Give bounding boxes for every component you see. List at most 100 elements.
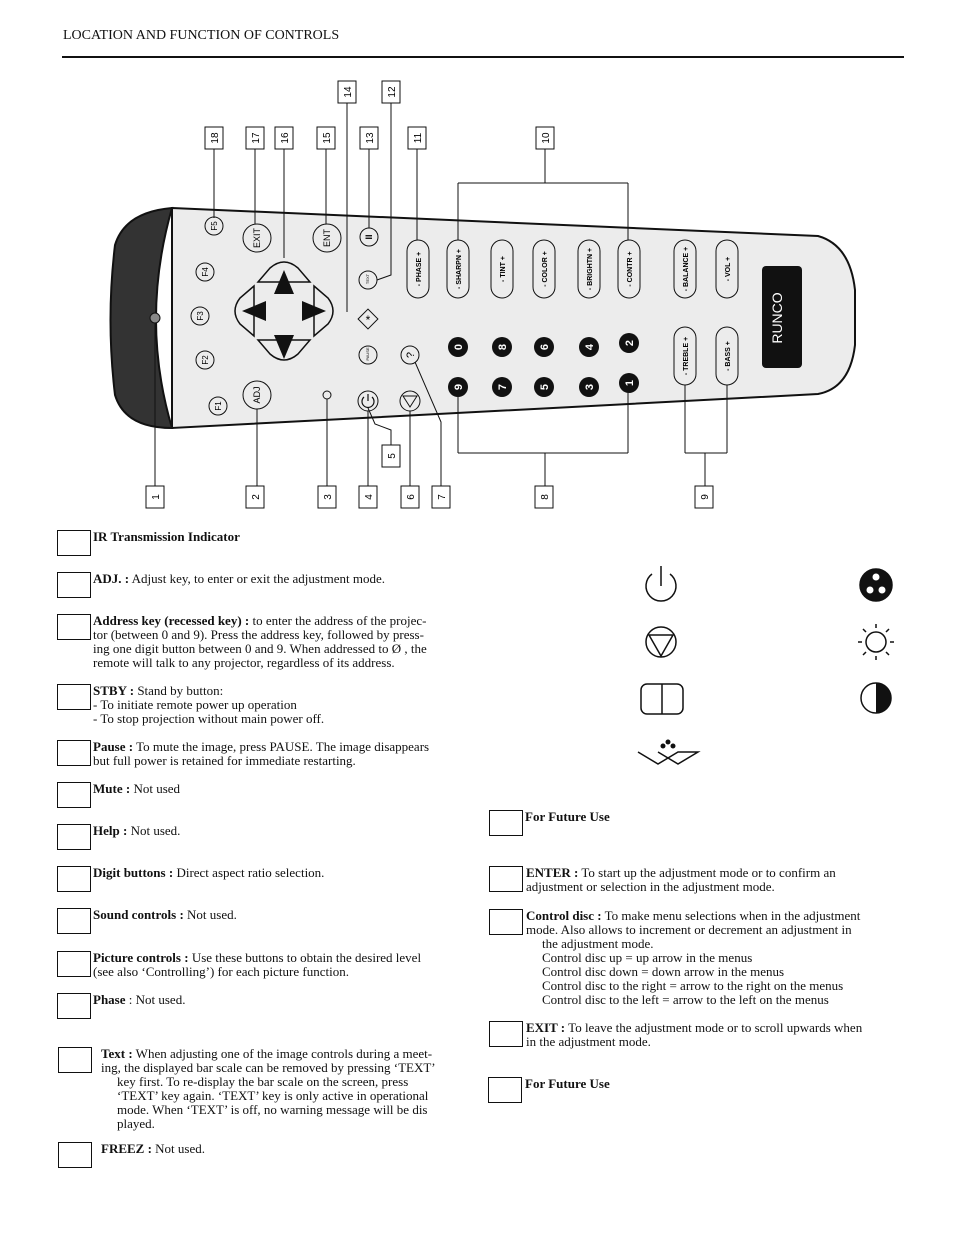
legend-body: To leave the adjustment mode or to scrol… [565, 1020, 863, 1035]
slider-label: - CONTR + [627, 251, 634, 286]
leader-line [376, 103, 392, 281]
legend-body: When adjusting one of the image controls… [132, 1046, 433, 1061]
leader-line [457, 149, 629, 240]
legend-line: - To stop projection without main power … [93, 711, 325, 726]
brand-logo: RUNCO [769, 292, 785, 343]
digit-key [492, 337, 512, 357]
legend-line: Control disc up = up arrow in the menus [542, 950, 753, 965]
ir-indicator-icon [149, 312, 161, 324]
legend-body: Stand by button: [134, 683, 224, 698]
number-box [57, 740, 91, 766]
legend-body: Not used [130, 781, 181, 796]
number-box [489, 866, 523, 892]
slider-key [490, 239, 514, 299]
digit-key [448, 337, 468, 357]
exit-key-label: EXIT [252, 228, 262, 249]
callout-number: 2 [251, 494, 262, 500]
symbol-legend [637, 566, 894, 765]
remote-grip [109, 206, 174, 430]
slider-label: - TINT + [500, 256, 507, 282]
brightness-icon [865, 631, 887, 653]
legend-text: Mute : Not used [93, 782, 473, 796]
legend-body: Not used. [183, 907, 237, 922]
legend-line: Control disc to the left = arrow to the … [542, 992, 829, 1007]
exit-key [242, 223, 272, 253]
legend-line: Control disc down = down arrow in the me… [542, 964, 785, 979]
number-box [57, 824, 91, 850]
legend-line: Control disc to the right = arrow to the… [542, 978, 844, 993]
legend-line: the adjustment mode. [542, 936, 654, 951]
legend-text: Pause : To mute the image, press PAUSE. … [93, 740, 473, 768]
number-box [57, 993, 91, 1019]
legend-text: Phase : Not used. [93, 993, 473, 1007]
legend-title: Digit buttons : [93, 865, 174, 880]
mute-triangle-icon [645, 626, 677, 658]
number-box [57, 866, 91, 892]
digit-key [448, 377, 468, 397]
callout-number: 11 [413, 132, 424, 143]
text-key-label: TEXT [365, 273, 370, 284]
callout-number: 15 [322, 132, 333, 144]
legend-text: ADJ. : Adjust key, to enter or exit the … [93, 572, 473, 586]
number-box [489, 909, 523, 935]
legend-body: Adjust key, to enter or exit the adjustm… [129, 571, 385, 586]
callout-number: 5 [387, 453, 398, 459]
number-box [57, 782, 91, 808]
number-box [489, 1021, 523, 1047]
legend-title: STBY : [93, 683, 135, 698]
function-key [195, 350, 215, 370]
legend-body: to enter the address of the projec- [249, 613, 427, 628]
callout-number: 17 [251, 132, 262, 144]
legend-text: IR Transmission Indicator [93, 530, 473, 544]
digit-label: 9 [453, 384, 465, 390]
callout-number: 9 [700, 494, 711, 500]
legend-title: For Future Use [525, 1076, 610, 1091]
legend-text: STBY : Stand by button:- To initiate rem… [93, 684, 473, 726]
callout-number: 8 [540, 494, 551, 500]
legend-title: Picture controls : [93, 950, 189, 965]
legend-title: Control disc : [526, 908, 602, 923]
legend-line: - To initiate remote power up operation [93, 697, 297, 712]
color-icon [859, 568, 893, 602]
power-icon [361, 394, 375, 408]
digit-label: 1 [624, 380, 636, 386]
digit-key [534, 337, 554, 357]
number-box [58, 1047, 92, 1073]
ent-key [312, 223, 342, 253]
slider-key [673, 239, 697, 299]
digit-key [579, 337, 599, 357]
legend-title: Phase [93, 992, 126, 1007]
function-key-label: F4 [201, 267, 210, 277]
star-key-label: * [366, 313, 371, 327]
leader-line [414, 361, 442, 486]
callout-number: 13 [365, 132, 376, 144]
leader-line [457, 393, 629, 486]
remote-body [171, 206, 856, 430]
number-box [57, 684, 91, 710]
callout-number: 16 [280, 132, 291, 144]
legend-text: FREEZ : Not used. [101, 1142, 481, 1156]
number-box [57, 530, 91, 556]
legend-body: Direct aspect ratio selection. [173, 865, 325, 880]
function-key [195, 262, 215, 282]
legend-title: ENTER : [526, 865, 579, 880]
freeze-key-label: II [364, 234, 374, 239]
ent-key-label: ENT [322, 228, 332, 247]
callout-number: 6 [406, 494, 417, 500]
callout-box [534, 485, 554, 509]
pause-key-label: PAUSE [365, 347, 370, 361]
leader-line [684, 385, 728, 486]
slider-key [577, 239, 601, 299]
callout-number: 1 [151, 494, 162, 500]
callout-number: 10 [541, 132, 552, 144]
mute-key [399, 390, 421, 412]
legend-title: For Future Use [525, 809, 610, 824]
slider-key [406, 239, 430, 299]
slider-label: - BALANCE + [683, 247, 690, 292]
callout-number: 18 [210, 132, 221, 144]
callout-box [245, 485, 265, 509]
number-box [57, 951, 91, 977]
function-key [190, 306, 210, 326]
digit-label: 3 [584, 384, 596, 390]
